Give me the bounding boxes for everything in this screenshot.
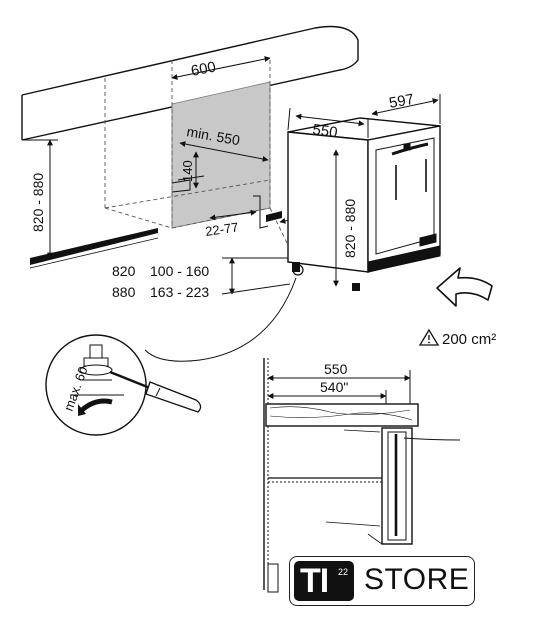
recess-dimension	[171, 151, 205, 193]
store-logo: TI 22 STORE	[289, 556, 475, 606]
recess-label: 140	[180, 160, 195, 182]
section-540-label: 540"	[320, 379, 348, 395]
logo-superscript: 22	[338, 567, 349, 577]
width-label-600: 600	[190, 58, 218, 79]
feet-row1-a: 820	[112, 263, 136, 279]
foot-adjust-detail	[45, 334, 147, 436]
depth-label-550: 550	[311, 121, 338, 141]
min-depth-dimension	[179, 141, 269, 162]
section-detail	[263, 358, 461, 593]
appliance-box	[287, 117, 441, 273]
logo-badge: TI 22	[294, 561, 354, 601]
countertop	[21, 25, 359, 141]
height-label-right: 820 - 880	[342, 199, 358, 258]
depth-dimension-box	[287, 94, 441, 138]
depth-label-597: 597	[388, 91, 416, 112]
height-label-left: 820 - 880	[30, 173, 46, 232]
feet-row1-b: 100 - 160	[150, 263, 209, 279]
width-dimension-600	[171, 56, 271, 80]
height-dimension-left	[22, 139, 58, 259]
detail-callout-line	[144, 277, 297, 362]
section-550-dimension	[267, 370, 411, 404]
appliance-feet	[292, 262, 360, 291]
appliance-door	[367, 137, 441, 273]
logo-ti-text: TI	[300, 562, 329, 600]
floor-stripe	[29, 211, 282, 269]
plinth-range-label: 22-77	[204, 219, 239, 238]
logo-store-text: STORE	[364, 563, 470, 596]
plinth-range-dimension	[209, 195, 269, 229]
feet-dimension	[221, 257, 296, 295]
feet-row2-a: 880	[112, 284, 136, 300]
niche-back-wall	[171, 81, 271, 229]
warning-triangle-icon	[418, 328, 440, 346]
screwdriver-icon	[109, 370, 202, 413]
airflow-arrow-icon	[436, 267, 493, 307]
ventilation-label: 200 cm²	[442, 331, 496, 348]
feet-row2-b: 163 - 223	[150, 284, 209, 300]
section-550-label: 550	[324, 361, 348, 377]
